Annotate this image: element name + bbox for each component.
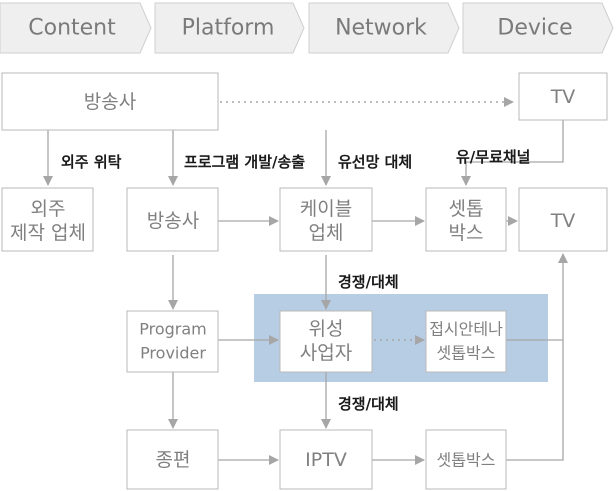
node-tv-top xyxy=(518,72,608,121)
node-cable-line1: 케이블 xyxy=(300,198,352,220)
node-pp-line2: Provider xyxy=(140,344,206,363)
node-tv-top-label: TV xyxy=(550,86,576,108)
stage-content xyxy=(0,2,152,54)
node-pp-line1: Program xyxy=(139,320,207,339)
node-tv-mid xyxy=(518,187,608,252)
node-outsourced-line2: 제작 업체 xyxy=(10,222,86,244)
node-broadcaster-top-label: 방송사 xyxy=(84,91,136,113)
stage-content-label: Content xyxy=(28,16,116,41)
node-settop1-line2: 박스 xyxy=(449,222,484,244)
node-dish-line2: 셋톱박스 xyxy=(437,344,496,363)
node-satellite-settop xyxy=(425,310,507,373)
edge-labels: 외주 위탁 프로그램 개발/송출 유선망 대체 유/무료채널 경쟁/대체 경쟁/… xyxy=(61,148,530,413)
edge-tv-to-settop xyxy=(461,120,564,186)
node-satellite-operator xyxy=(279,310,373,373)
node-settop-box-2 xyxy=(425,429,507,490)
edges xyxy=(43,97,568,465)
node-tv-mid-label: TV xyxy=(550,210,576,232)
stage-platform xyxy=(154,2,305,54)
stage-header: Content Platform Network Device xyxy=(0,2,614,54)
edge-settop2-tv xyxy=(506,253,568,461)
node-program-provider xyxy=(126,310,219,373)
node-cable-line2: 업체 xyxy=(309,222,344,244)
node-settop1-line1: 셋톱 xyxy=(449,198,484,220)
node-dish-line1: 접시안테나 xyxy=(429,320,503,339)
stage-device xyxy=(462,2,614,54)
node-general-label: 종편 xyxy=(156,449,191,471)
stage-platform-label: Platform xyxy=(182,16,275,41)
label-competition-1: 경쟁/대체 xyxy=(338,273,399,291)
label-program-dev: 프로그램 개발/송출 xyxy=(184,153,305,171)
node-broadcaster xyxy=(126,187,219,252)
node-iptv-label: IPTV xyxy=(305,449,347,471)
node-outsourced-production xyxy=(1,187,94,252)
label-paid-free-channel: 유/무료채널 xyxy=(456,148,530,166)
node-broadcaster-label: 방송사 xyxy=(147,210,199,232)
nodes: 방송사 TV 외주 제작 업체 방송사 케이블 업체 셋톱 박스 TV Prog… xyxy=(1,72,608,490)
stage-network xyxy=(308,2,460,54)
node-settop2-label: 셋톱박스 xyxy=(437,451,496,470)
label-outsourcing: 외주 위탁 xyxy=(61,153,122,171)
label-competition-2: 경쟁/대체 xyxy=(338,395,399,413)
stage-device-label: Device xyxy=(497,16,572,41)
node-outsourced-line1: 외주 xyxy=(31,198,66,220)
node-satellite-line2: 사업자 xyxy=(300,342,352,364)
node-broadcaster-top xyxy=(1,72,219,131)
node-settop-box-1 xyxy=(425,187,507,252)
label-wired-replacement: 유선망 대체 xyxy=(338,153,412,171)
node-satellite-line1: 위성 xyxy=(309,318,344,340)
node-cable-operator xyxy=(279,187,373,252)
node-general-channel xyxy=(126,429,219,490)
stage-network-label: Network xyxy=(335,16,427,41)
node-iptv xyxy=(279,429,373,490)
